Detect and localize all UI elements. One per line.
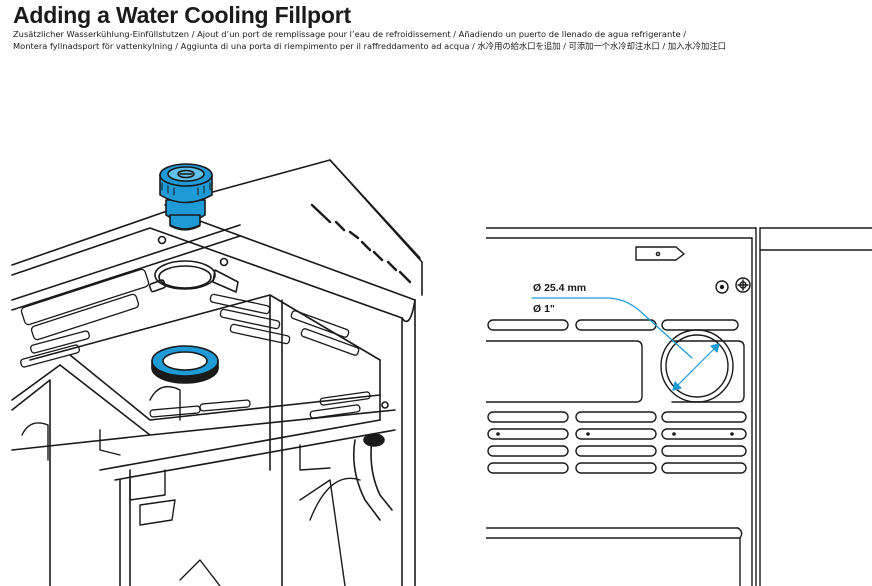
fillport-detail-view bbox=[486, 227, 872, 586]
coolant-tube bbox=[352, 433, 393, 521]
page-title: Adding a Water Cooling Fillport bbox=[13, 2, 351, 28]
screw-holes bbox=[157, 235, 389, 409]
dimension-mm-label: Ø 25.4 mm bbox=[533, 282, 587, 294]
panel-edges bbox=[486, 227, 872, 586]
case-top-illustration bbox=[11, 159, 423, 586]
vent-slots bbox=[20, 268, 371, 419]
slot-row-top bbox=[487, 319, 739, 331]
fillport-hole bbox=[660, 329, 734, 403]
fillport-fitting bbox=[159, 163, 213, 231]
fillport-opening bbox=[148, 260, 239, 293]
slot-rows bbox=[487, 411, 747, 474]
subtitle-line-1: Zusätzlicher Wasserkühlung-Einfüllstutze… bbox=[13, 29, 687, 39]
translated-subtitles: Zusätzlicher Wasserkühlung-Einfüllstutze… bbox=[13, 29, 726, 52]
slot-dots bbox=[496, 432, 734, 436]
subtitle-line-2: Montera fyllnadsport för vattenkylning /… bbox=[13, 40, 726, 51]
grille-slots bbox=[310, 203, 412, 284]
retaining-ring bbox=[151, 345, 219, 384]
inner-frame bbox=[11, 224, 396, 586]
screw-holes bbox=[715, 277, 751, 294]
mount-tab bbox=[635, 246, 685, 261]
bracket-details bbox=[21, 386, 361, 586]
cutout-panel bbox=[486, 340, 745, 403]
dimension-arrow bbox=[531, 297, 720, 391]
dimension-inch-label: Ø 1" bbox=[533, 303, 555, 315]
